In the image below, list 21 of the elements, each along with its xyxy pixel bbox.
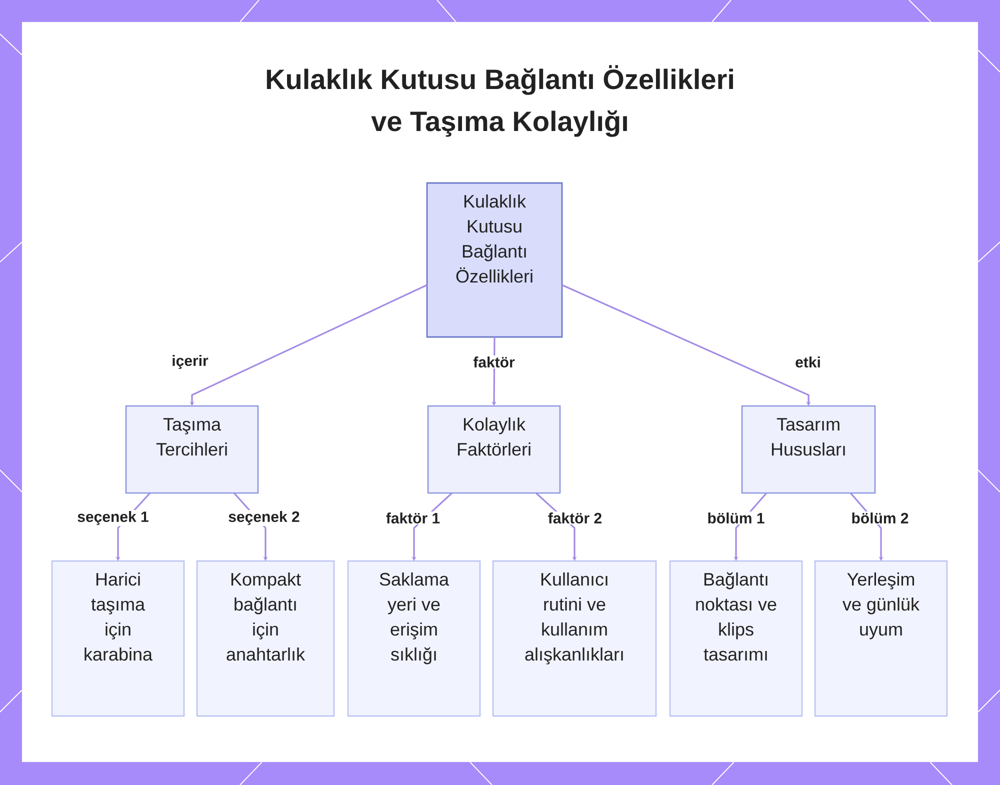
arrow xyxy=(562,284,811,406)
process-box: Kulaklık Kutusu Bağlantı Özellikleri xyxy=(426,182,563,338)
process-box: Saklama yeri ve erişim sıklığı xyxy=(347,560,481,717)
edge-label: bölüm 2 xyxy=(850,512,910,525)
process-box: Harici taşıma için karabina xyxy=(51,560,185,717)
process-box: Taşıma Tercihleri xyxy=(125,405,259,494)
process-box: Kullanıcı rutini ve kullanım alışkanlıkları xyxy=(492,560,657,717)
edge-label: seçenek 1 xyxy=(76,510,150,526)
process-box: Kompakt bağlantı için anahtarlık xyxy=(196,560,335,717)
edge-label: seçenek 2 xyxy=(227,510,301,526)
process-box: Tasarım Hususları xyxy=(741,405,876,494)
title: Kulaklık Kutusu Bağlantı Özellikleri ve Taşıma Kolaylığı xyxy=(266,65,733,137)
process-box: Kolaylık Faktörleri xyxy=(427,405,561,494)
edge-label: faktör 2 xyxy=(546,512,604,525)
edge-label: bölüm 1 xyxy=(706,512,766,525)
edge-label: faktör 1 xyxy=(384,512,442,525)
edge-label: faktör xyxy=(472,356,516,369)
edge-label: içerir xyxy=(170,354,210,370)
process-box: Bağlantı noktası ve klips tasarımı xyxy=(669,560,803,717)
edge-label: etki xyxy=(794,356,822,369)
process-box: Yerleşim ve günlük uyum xyxy=(814,560,948,717)
